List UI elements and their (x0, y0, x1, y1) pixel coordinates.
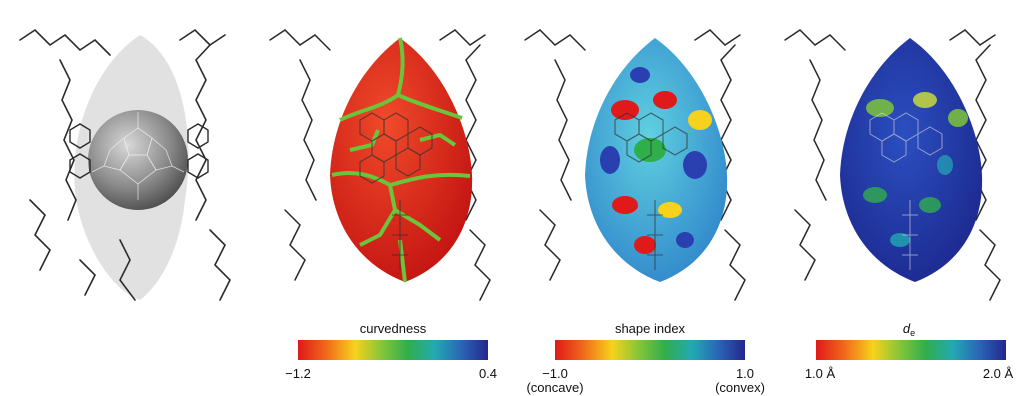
scale-max-label: 0.4 (479, 366, 497, 381)
panel-curvedness (269, 29, 491, 301)
scale-title: curvedness (360, 321, 427, 336)
shape-index-patches (600, 67, 712, 254)
de-surface (840, 38, 983, 282)
scale-max-label: 2.0 Å (983, 366, 1014, 381)
molecule-overlay (614, 112, 688, 270)
panel-molecule (19, 28, 231, 301)
scale-curvedness: curvedness −1.2 0.4 (285, 321, 497, 381)
scale-min-label: −1.2 (285, 366, 311, 381)
scale-title: de (903, 321, 915, 338)
alkyl-chains (19, 28, 231, 301)
scale-de: de 1.0 Å 2.0 Å (805, 321, 1014, 381)
scale-max-sublabel: (convex) (715, 380, 765, 395)
color-bar (298, 340, 488, 360)
scale-max-label: 1.0 (736, 366, 754, 381)
color-bar (555, 340, 745, 360)
molecule-overlay (359, 112, 433, 270)
scale-min-sublabel: (concave) (526, 380, 583, 395)
panel-de (784, 29, 1001, 301)
panel-shape-index (524, 29, 746, 301)
de-patches (863, 92, 968, 247)
curvedness-surface (330, 38, 473, 282)
fullerene-ball (88, 110, 188, 210)
ring-hexagons (69, 123, 209, 179)
scale-title-sub: e (910, 328, 915, 338)
scale-title-main: d (903, 321, 911, 336)
scale-shape-index: shape index −1.0 (concave) 1.0 (convex) (526, 321, 764, 395)
fullerene-cage-lines (91, 112, 185, 200)
scale-title: shape index (615, 321, 686, 336)
scale-min-label: 1.0 Å (805, 366, 836, 381)
color-bar (816, 340, 1006, 360)
scale-min-label: −1.0 (542, 366, 568, 381)
molecule-overlay (869, 112, 943, 270)
